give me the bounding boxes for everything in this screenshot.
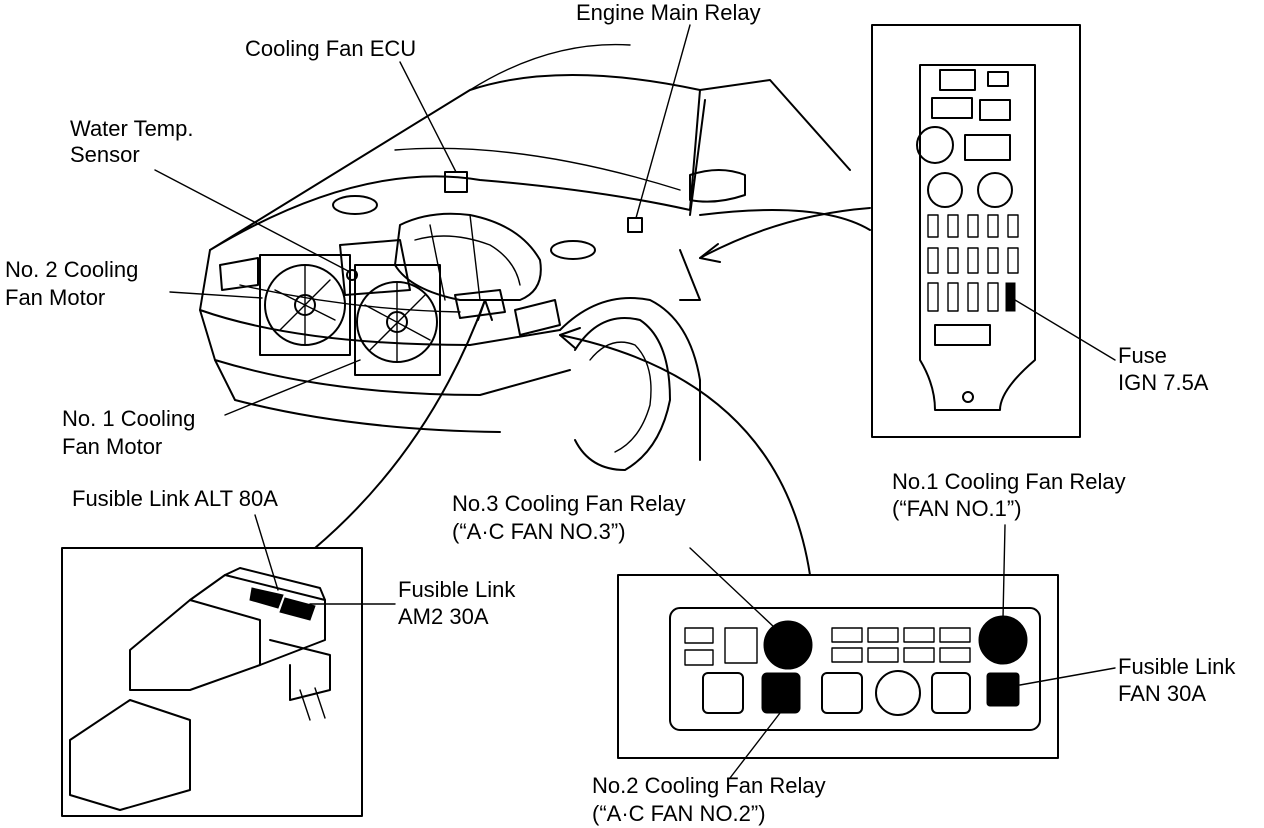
label-cooling-fan-ecu: Cooling Fan ECU [245, 36, 416, 61]
label-no2-relay-line2: (“A·C FAN NO.2”) [592, 801, 766, 826]
label-no1-relay-line2: (“FAN NO.1”) [892, 496, 1022, 521]
fusible-link-inset [61, 547, 363, 817]
fusible-fan-mark [986, 672, 1020, 707]
label-no1-relay-line1: No.1 Cooling Fan Relay [892, 469, 1126, 494]
no1-relay-mark [978, 615, 1028, 665]
fuse-panel-inset [871, 24, 1081, 438]
label-fuse-line2: IGN 7.5A [1118, 370, 1209, 395]
label-no3-relay-line2: (“A·C FAN NO.3”) [452, 519, 626, 544]
no3-relay-mark [763, 620, 813, 670]
label-water-temp-sensor-line1: Water Temp. [70, 116, 193, 141]
label-fusible-link-am2-line2: AM2 30A [398, 604, 489, 629]
fuse-ign-highlight [1005, 282, 1016, 312]
relay-box-inset [617, 574, 1059, 759]
label-no1-fan-motor-line1: No. 1 Cooling [62, 406, 195, 431]
label-no3-relay-line1: No.3 Cooling Fan Relay [452, 491, 686, 516]
label-fusible-link-fan-line2: FAN 30A [1118, 681, 1206, 706]
label-no2-relay-line1: No.2 Cooling Fan Relay [592, 773, 826, 798]
label-fusible-link-fan-line1: Fusible Link [1118, 654, 1236, 679]
no2-relay-mark [761, 672, 801, 714]
label-no2-fan-motor-line1: No. 2 Cooling [5, 257, 138, 282]
label-engine-main-relay: Engine Main Relay [576, 0, 761, 25]
leader-lines [154, 24, 1116, 779]
label-no1-fan-motor-line2: Fan Motor [62, 434, 162, 459]
label-no2-fan-motor-line2: Fan Motor [5, 285, 105, 310]
label-fusible-link-alt: Fusible Link ALT 80A [72, 486, 278, 511]
label-water-temp-sensor-line2: Sensor [70, 142, 140, 167]
label-fusible-link-am2-line1: Fusible Link [398, 577, 516, 602]
no2-cooling-fan-motor [259, 254, 351, 356]
no1-cooling-fan-motor [354, 264, 441, 376]
label-fuse-line1: Fuse [1118, 343, 1167, 368]
car-illustration [199, 43, 871, 471]
